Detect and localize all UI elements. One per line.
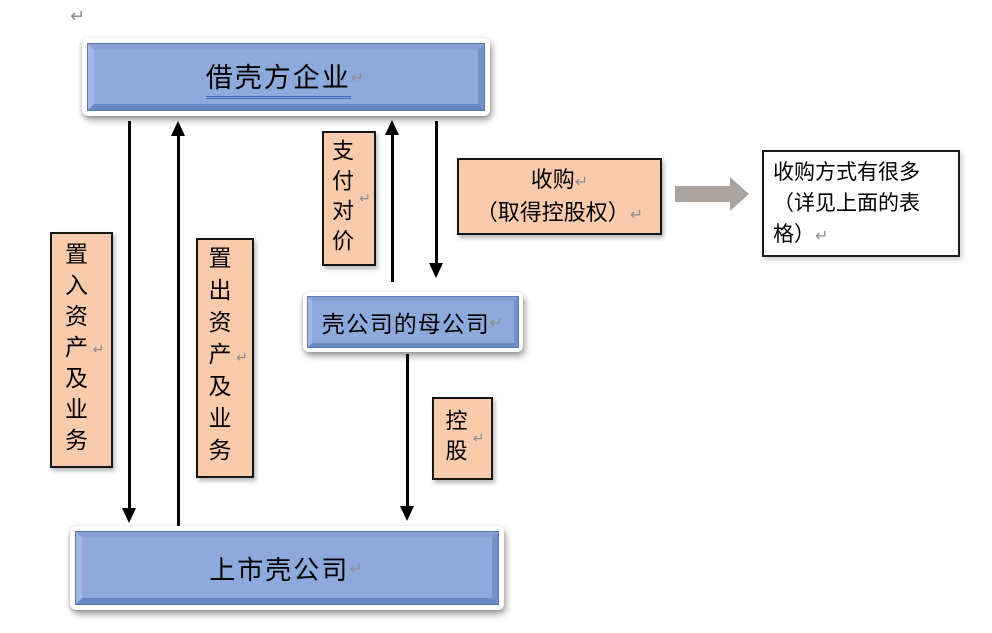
arrow-line (177, 135, 180, 526)
node-divest-assets-label: 置出资产及业务 (205, 246, 230, 470)
arrowhead-up-icon (171, 121, 185, 136)
node-shell-parent-surface: 壳公司的母公司↵ (307, 296, 519, 348)
node-shell-parent-company[interactable]: 壳公司的母公司↵ (303, 292, 523, 352)
paragraph-mark-icon: ↵ (234, 350, 250, 366)
node-holding-label: 控股 (442, 408, 468, 469)
paragraph-mark-icon: ↵ (70, 6, 86, 27)
node-acquisition[interactable]: 收购↵ （取得控股权）↵ (457, 158, 662, 235)
paragraph-mark-icon: ↵ (350, 67, 367, 87)
note-line3: 格）↵ (773, 222, 829, 246)
node-inject-assets[interactable]: 置入资产及业务↵ (50, 232, 113, 468)
node-divest-assets[interactable]: 置出资产及业务↵ (196, 238, 254, 478)
arrow-line (391, 134, 394, 282)
paragraph-mark-icon: ↵ (574, 171, 589, 191)
arrowhead-down-icon (122, 508, 136, 523)
paragraph-mark-icon: ↵ (815, 226, 829, 245)
node-borrower-company[interactable]: 借壳方企业↵ (82, 38, 490, 116)
paragraph-mark-icon: ↵ (349, 558, 365, 578)
paragraph-mark-icon: ↵ (489, 312, 505, 332)
node-borrower-surface: 借壳方企业↵ (87, 43, 485, 111)
node-pay-consideration[interactable]: 支付对价↵ (322, 131, 376, 266)
arrowhead-down-icon (400, 506, 414, 521)
arrow-line (128, 121, 131, 509)
note-line2: （详见上面的表 (773, 191, 920, 215)
arrow-line (406, 354, 409, 506)
note-line1: 收购方式有很多 (773, 160, 920, 184)
arrowhead-down-icon (429, 263, 443, 278)
note-acquisition-methods[interactable]: 收购方式有很多 （详见上面的表 格）↵ (762, 150, 960, 257)
node-shell-parent-label: 壳公司的母公司 (321, 312, 490, 337)
paragraph-mark-icon: ↵ (357, 190, 373, 207)
paragraph-mark-icon: ↵ (470, 430, 487, 447)
node-borrower-label: 借壳方企业 (205, 56, 351, 99)
arrowhead-up-icon (385, 120, 399, 135)
block-arrow-head-icon (730, 177, 749, 211)
node-pay-consideration-label: 支付对价 (329, 138, 354, 259)
node-acquisition-line1: 收购↵ (530, 166, 589, 192)
block-arrow-body (675, 186, 730, 202)
node-inject-assets-label: 置入资产及业务 (61, 241, 87, 459)
node-listed-shell-company[interactable]: 上市壳公司↵ (70, 526, 504, 610)
node-listed-shell-surface: 上市壳公司↵ (75, 531, 499, 605)
node-acquisition-line2: （取得控股权）↵ (475, 199, 644, 225)
arrow-line (435, 121, 438, 263)
node-holding[interactable]: 控股↵ (432, 397, 493, 480)
node-listed-shell-label: 上市壳公司 (209, 555, 350, 585)
paragraph-mark-icon: ↵ (90, 342, 107, 358)
paragraph-mark-icon: ↵ (629, 204, 644, 224)
